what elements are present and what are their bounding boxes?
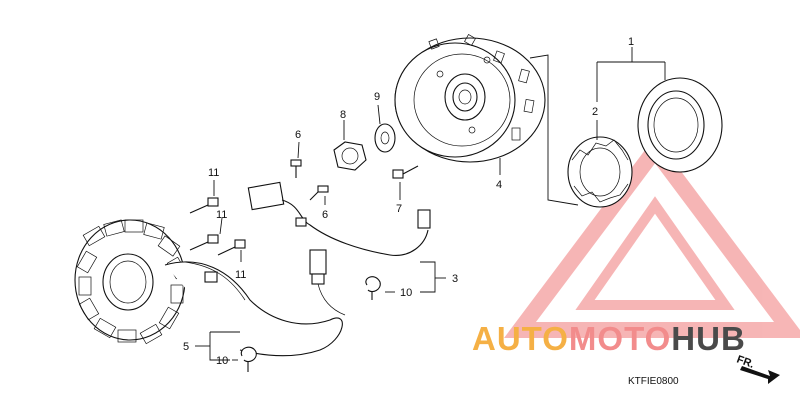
washer-9 — [374, 123, 396, 153]
pulse-generator — [247, 181, 431, 256]
front-direction-marker: FR. — [735, 354, 780, 384]
callout-10a: 10 — [400, 287, 412, 299]
callout-11b: 11 — [216, 209, 227, 221]
bolt-11c — [217, 239, 246, 256]
watermark-part-2: MOTO — [569, 320, 671, 357]
leader-lines — [195, 47, 666, 361]
watermark-part-1: AUTO — [472, 320, 569, 357]
bolt-6a — [290, 159, 302, 178]
bolt-6b — [309, 185, 329, 201]
callout-1: 1 — [628, 36, 634, 48]
callout-7: 7 — [396, 203, 402, 215]
diagram-code: KTFIE0800 — [628, 376, 679, 387]
callout-4: 4 — [496, 179, 502, 191]
callout-5: 5 — [183, 341, 189, 353]
clip-10b — [240, 346, 257, 372]
stator-wire-harness — [164, 249, 346, 357]
front-arrow-icon — [740, 366, 780, 384]
stator — [74, 219, 188, 345]
one-way-clutch — [567, 136, 633, 208]
nut-8 — [333, 141, 367, 171]
bolt-11b — [189, 234, 219, 251]
callout-11a: 11 — [208, 167, 219, 179]
callout-8: 8 — [340, 109, 346, 121]
watermark-part-3: HUB — [671, 320, 746, 357]
flywheel-rotor — [394, 34, 546, 163]
clip-10a — [365, 276, 381, 300]
callout-9: 9 — [374, 91, 380, 103]
callout-labels: 1 2 3 4 5 6 6 7 8 9 10 10 11 11 11 — [183, 36, 634, 367]
callout-3: 3 — [452, 273, 458, 285]
starter-clutch-outer — [637, 77, 723, 173]
bolt-7 — [392, 165, 419, 179]
callout-11c: 11 — [235, 269, 246, 281]
callout-6a: 6 — [295, 129, 301, 141]
bolt-11a — [189, 197, 219, 214]
callout-6b: 6 — [322, 209, 328, 221]
callout-2: 2 — [592, 106, 598, 118]
watermark-text: AUTOMOTOHUB — [472, 320, 746, 357]
front-label: FR. — [735, 354, 756, 371]
watermark-logo — [504, 136, 800, 338]
watermark-auto: AUTOMOTOHUB — [472, 320, 746, 357]
callout-10b: 10 — [216, 355, 228, 367]
